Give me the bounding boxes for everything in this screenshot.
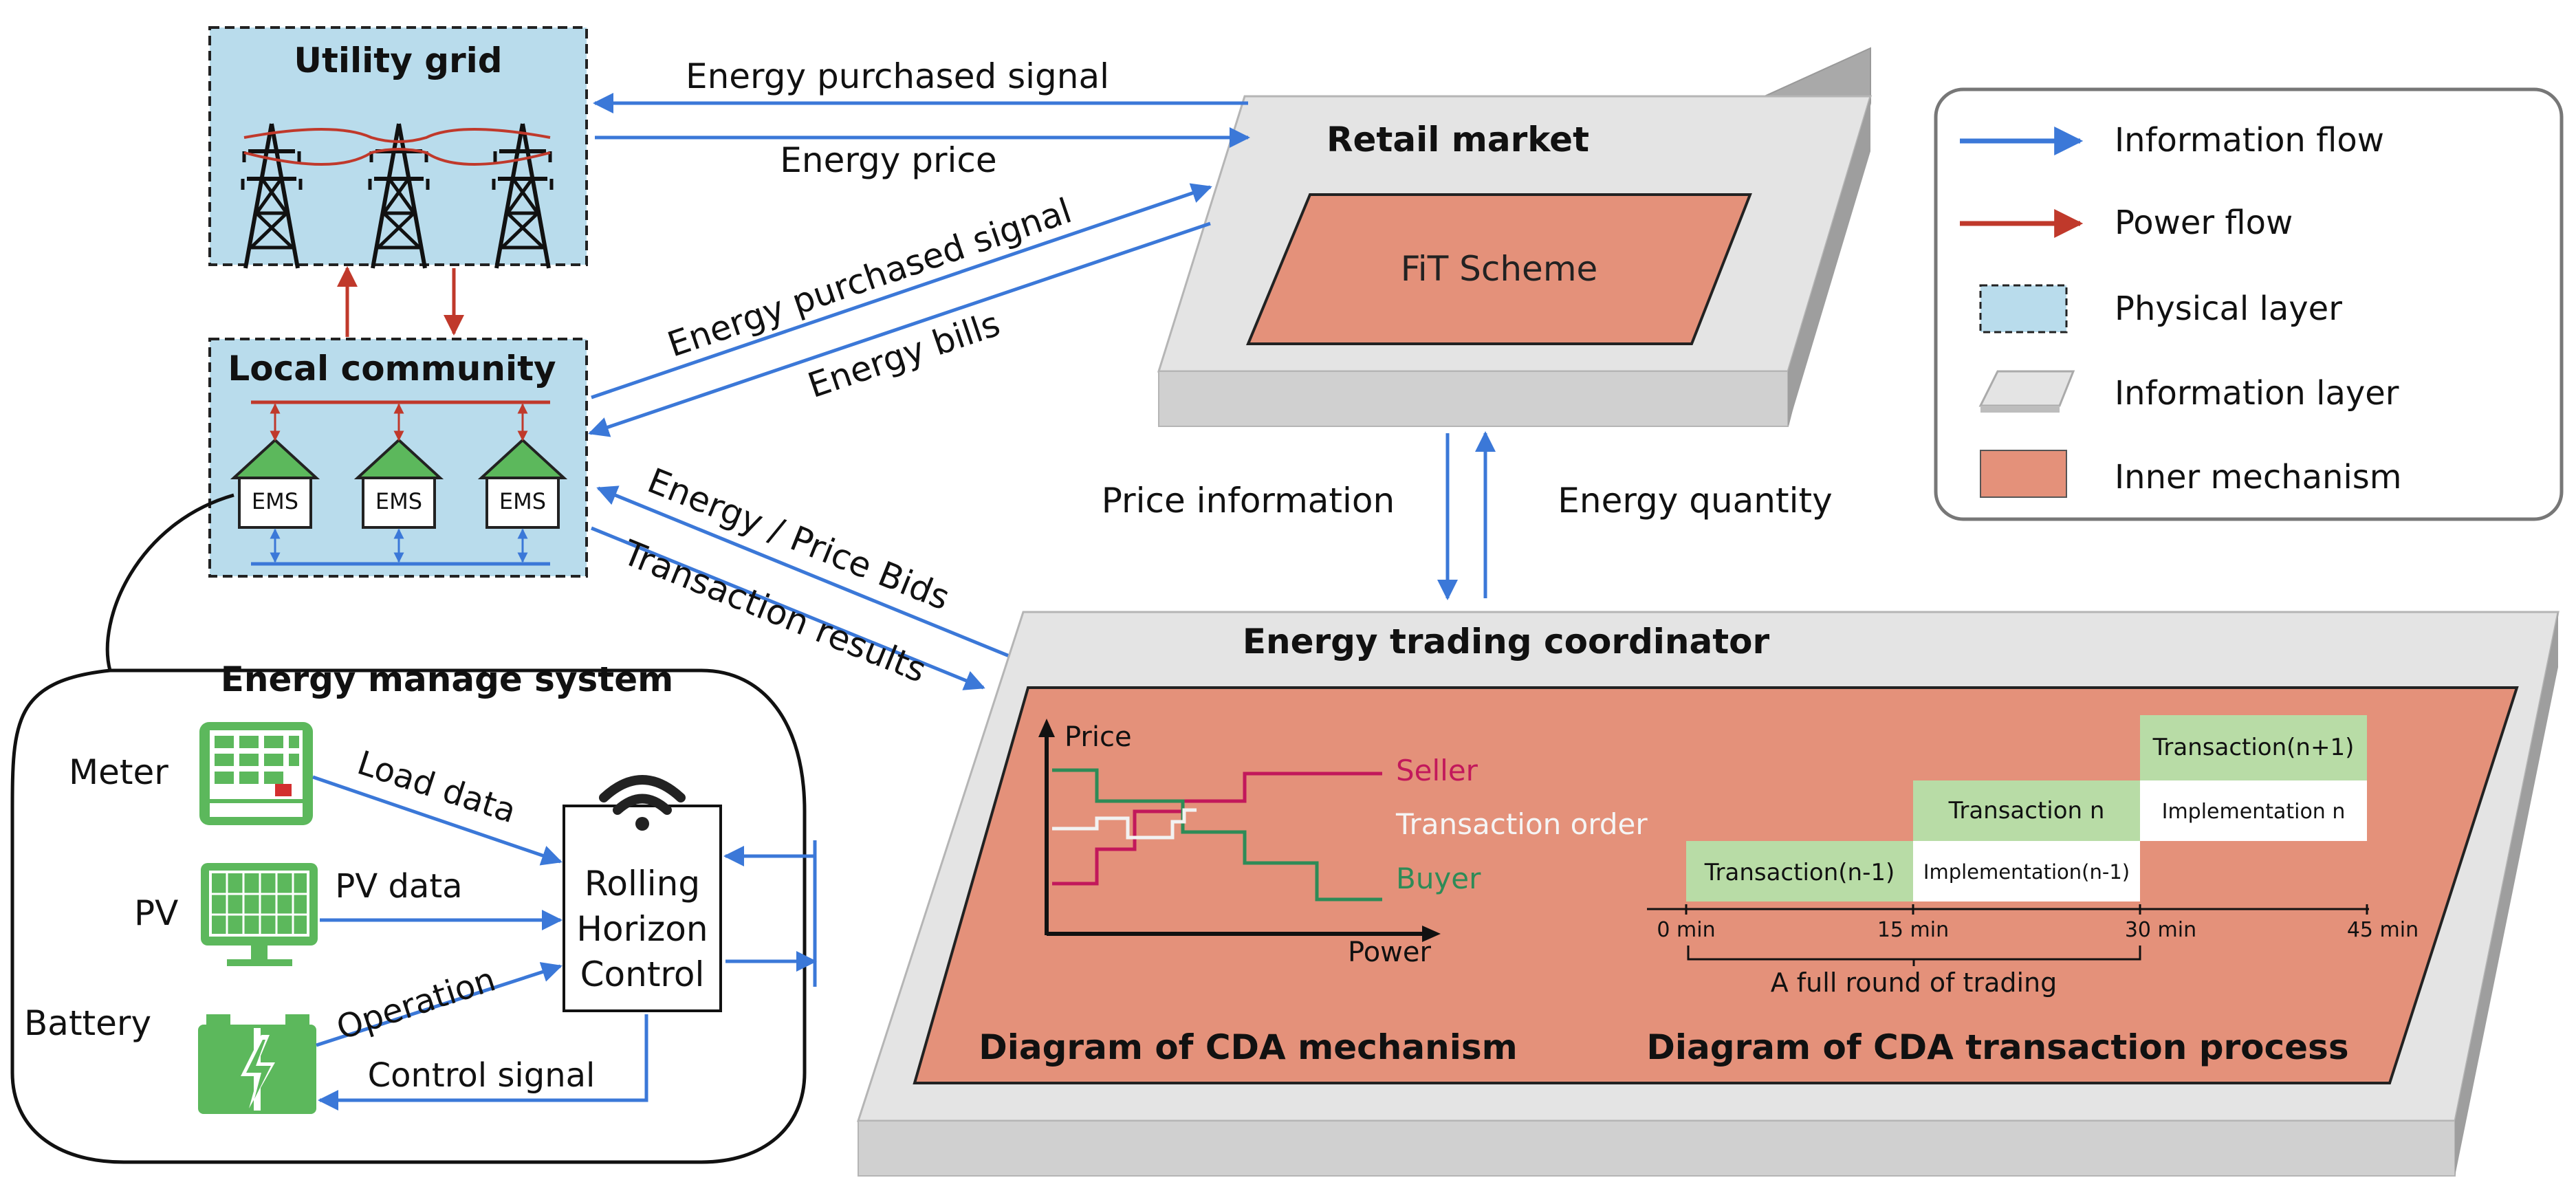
retail-market: Retail market FiT Scheme [1157,47,1873,427]
pv-label: PV [134,893,178,933]
implementation-n-label: Implementation n [2162,800,2346,824]
ems-connector [105,493,234,671]
seller-label: Seller [1396,754,1478,787]
seller-curve [1052,772,1382,886]
utility-grid: Utility grid [208,26,588,268]
purchased-signal-to-retail-arrow [591,183,1212,400]
legend: Information flow Power flow Physical lay… [1934,87,2564,521]
energy-price-label: Energy price [780,140,996,180]
implementation-prev-label: Implementation(n-1) [1923,860,2130,884]
controller-line-1: Rolling [585,864,700,904]
control-signal-label: Control signal [368,1056,596,1095]
legend-inner-mechanism: Inner mechanism [2115,458,2402,496]
transaction-prev-box [1686,841,1913,901]
tick-45: 45 min [2347,918,2419,942]
transaction-next-label: Transaction(n+1) [2152,734,2355,761]
cda-mechanism-caption: Diagram of CDA mechanism [979,1027,1517,1067]
transaction-prev-label: Transaction(n-1) [1704,859,1895,886]
legend-inner-swatch [1980,450,2067,498]
ems-label-2: EMS [375,488,422,514]
transaction-next-box [2140,715,2367,780]
implementation-prev-box [1913,841,2140,901]
energy-bills-to-community-arrow [588,221,1211,437]
wifi-icon [599,775,686,831]
energy-trading-coordinator: Energy trading coordinator Diagram of CD… [856,611,2559,1177]
energy-purchased-signal-top: Energy purchased signal [686,56,1109,96]
meter-icon [199,722,313,825]
rolling-horizon-control-box [563,805,722,1012]
cda-x-label: Power [1348,937,1431,968]
utility-grid-title: Utility grid [294,41,502,80]
buyer-curve [1052,768,1382,901]
price-information-label: Price information [1102,481,1395,521]
legend-power-flow: Power flow [2115,204,2293,242]
transaction-n-box [1913,780,2140,841]
tick-0: 0 min [1657,918,1715,942]
energy-quantity-label: Energy quantity [1558,481,1832,521]
bids-arrow [596,485,1012,659]
controller-line-2: Horizon [576,909,708,949]
cda-timeline: Transaction(n-1) Implementation(n-1) Tra… [1647,715,2419,998]
battery-label: Battery [24,1003,151,1043]
energy-manage-system: Energy manage system Meter PV Battery [10,493,817,1164]
pv-data-label: PV data [335,867,462,906]
power-line-upper [243,128,551,143]
battery-icon [198,1014,316,1114]
power-line-lower [243,148,551,166]
legend-physical-swatch [1979,284,2068,334]
full-round-brace [1687,946,2141,966]
buyer-label: Buyer [1396,862,1481,895]
transaction-n-label: Transaction n [1948,797,2105,824]
tick-15: 15 min [1877,918,1949,942]
solar-panel-icon [201,863,318,966]
fit-scheme-box [1246,193,1752,345]
ems-label-1: EMS [252,488,298,514]
transaction-order-curve [1052,808,1197,840]
fit-scheme-label: FiT Scheme [1401,249,1598,289]
ems-title: Energy manage system [221,659,673,699]
tick-30: 30 min [2125,918,2196,942]
coordinator-title: Energy trading coordinator [1243,622,1770,662]
implementation-n-box [2140,780,2367,841]
transaction-order-label: Transaction order [1395,807,1648,841]
legend-info-layer-swatch [1978,370,2075,407]
cda-chart: Price Power Seller Transaction order Buy… [1038,719,1648,968]
local-community-title: Local community [228,349,556,389]
transaction-results-arrow [591,526,985,690]
cda-process-caption: Diagram of CDA transaction process [1646,1027,2348,1067]
full-round-label: A full round of trading [1771,968,2057,998]
energy-bills-label: Energy bills [803,304,1005,406]
load-data-arrow [312,775,563,866]
controller-line-3: Control [580,954,705,994]
ems-label-3: EMS [499,488,546,514]
legend-physical-layer: Physical layer [2115,289,2342,328]
retail-market-title: Retail market [1327,120,1589,160]
legend-information-flow: Information flow [2115,121,2384,160]
control-signal-arrow [318,1014,648,1111]
local-community: Local community EMS EMS EMS [208,338,588,578]
operation-arrow [316,962,563,1047]
meter-label: Meter [69,752,168,792]
legend-information-layer: Information layer [2115,374,2399,413]
cda-y-label: Price [1065,721,1132,753]
